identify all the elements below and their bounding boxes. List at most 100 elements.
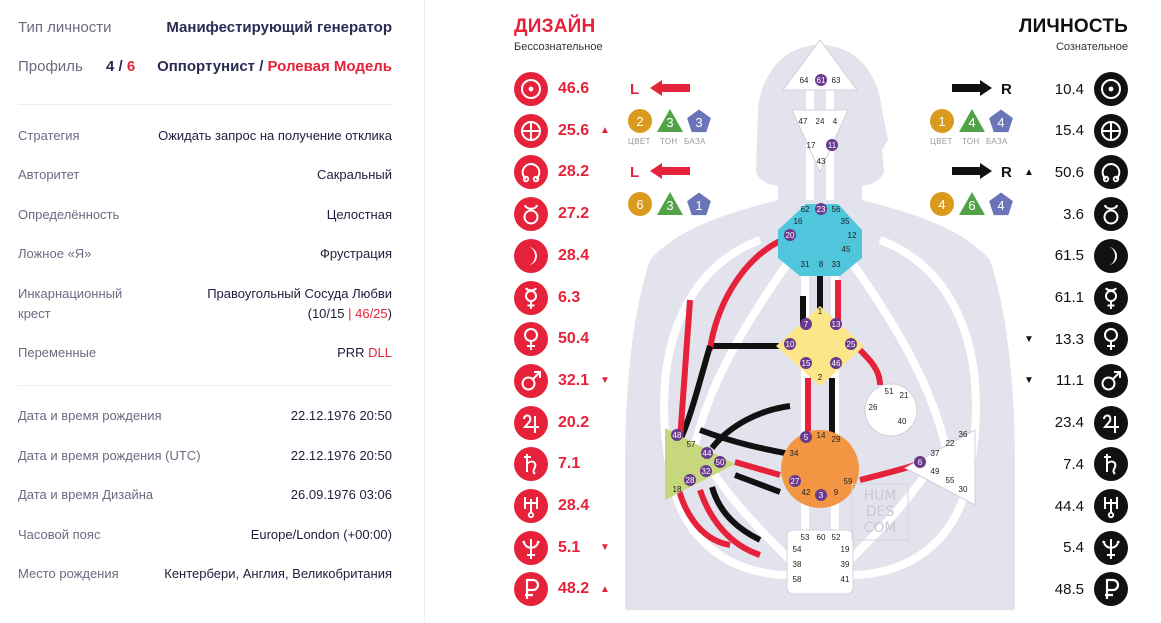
gate-number[interactable]: 62 — [801, 205, 810, 214]
gate-number[interactable]: 46 — [832, 359, 841, 368]
gate-number[interactable]: 21 — [900, 391, 909, 400]
gate-number[interactable]: 14 — [817, 431, 826, 440]
gate-number[interactable]: 58 — [793, 575, 802, 584]
north-node-icon[interactable] — [514, 155, 548, 190]
gate-number[interactable]: 45 — [842, 245, 851, 254]
mercury-icon[interactable] — [514, 280, 548, 315]
gate-number[interactable]: 6 — [918, 458, 923, 467]
gate-number[interactable]: 24 — [816, 117, 825, 126]
gate-number[interactable]: 2 — [818, 373, 823, 382]
gate-number[interactable]: 55 — [946, 476, 955, 485]
personality-bottom-arrow-label: R — [1001, 164, 1012, 181]
jupiter-icon[interactable] — [1094, 405, 1128, 440]
gate-number[interactable]: 13 — [832, 320, 841, 329]
jupiter-icon[interactable] — [514, 405, 548, 440]
gate-number[interactable]: 29 — [832, 435, 841, 444]
north-node-icon[interactable] — [1094, 155, 1128, 190]
gate-number[interactable]: 57 — [687, 440, 696, 449]
gate-number[interactable]: 4 — [833, 117, 838, 126]
gate-number[interactable]: 61 — [817, 76, 826, 85]
gate-number[interactable]: 27 — [791, 477, 800, 486]
gate-number[interactable]: 39 — [841, 560, 850, 569]
gate-number[interactable]: 43 — [817, 157, 826, 166]
gate-number[interactable]: 59 — [844, 477, 853, 486]
gate-number[interactable]: 26 — [869, 403, 878, 412]
gate-number[interactable]: 31 — [801, 260, 810, 269]
gate-number[interactable]: 10 — [786, 340, 795, 349]
gate-number[interactable]: 56 — [832, 205, 841, 214]
gate-number[interactable]: 28 — [686, 476, 695, 485]
gate-number[interactable]: 36 — [959, 430, 968, 439]
gate-number[interactable]: 50 — [716, 458, 725, 467]
neptune-icon[interactable] — [1094, 530, 1128, 565]
gate-number[interactable]: 60 — [817, 533, 826, 542]
gate-number[interactable]: 25 — [847, 340, 856, 349]
gate-number[interactable]: 5 — [804, 433, 809, 442]
personality-gate-value: 61.5 — [1054, 247, 1084, 265]
sun-icon[interactable] — [514, 72, 548, 106]
neptune-icon[interactable] — [514, 530, 548, 565]
south-node-icon[interactable] — [514, 197, 548, 232]
design-gate-value: 28.4 — [558, 246, 590, 264]
gate-number[interactable]: 47 — [799, 117, 808, 126]
uranus-icon[interactable] — [1094, 489, 1128, 523]
gate-number[interactable]: 32 — [702, 467, 711, 476]
uranus-icon[interactable] — [514, 489, 548, 523]
gate-number[interactable]: 44 — [703, 449, 712, 458]
gate-number[interactable]: 18 — [673, 485, 682, 494]
definition-label: Определённость — [18, 207, 120, 222]
gate-number[interactable]: 16 — [794, 217, 803, 226]
venus-icon[interactable] — [1094, 322, 1128, 357]
gate-number[interactable]: 3 — [819, 491, 824, 500]
gate-number[interactable]: 48 — [673, 431, 682, 440]
gate-number[interactable]: 1 — [818, 307, 823, 316]
gate-number[interactable]: 7 — [804, 320, 809, 329]
earth-icon[interactable] — [514, 113, 548, 148]
mars-icon[interactable] — [514, 363, 548, 398]
gate-number[interactable]: 20 — [786, 231, 795, 240]
active-gate-marker — [914, 456, 926, 468]
gate-number[interactable]: 51 — [885, 387, 894, 396]
venus-icon[interactable] — [514, 322, 548, 357]
active-gate-marker — [815, 489, 827, 501]
mars-icon[interactable] — [1094, 363, 1128, 398]
south-node-icon[interactable] — [1094, 197, 1128, 232]
gate-number[interactable]: 42 — [802, 488, 811, 497]
gate-number[interactable]: 41 — [841, 575, 850, 584]
pluto-icon[interactable] — [514, 572, 548, 607]
base-label: БАЗА — [684, 137, 706, 146]
saturn-icon[interactable] — [1094, 447, 1128, 482]
mercury-icon[interactable] — [1094, 280, 1128, 315]
earth-icon[interactable] — [1094, 113, 1128, 148]
sun-icon[interactable] — [1094, 72, 1128, 106]
gate-number[interactable]: 63 — [832, 76, 841, 85]
saturn-icon[interactable] — [514, 447, 548, 482]
gate-number[interactable]: 35 — [841, 217, 850, 226]
gate-number[interactable]: 8 — [819, 260, 824, 269]
gate-number[interactable]: 11 — [828, 141, 837, 150]
gate-number[interactable]: 30 — [959, 485, 968, 494]
gate-number[interactable]: 22 — [946, 439, 955, 448]
gate-number[interactable]: 38 — [793, 560, 802, 569]
gate-number[interactable]: 37 — [931, 449, 940, 458]
moon-icon[interactable] — [1094, 238, 1128, 273]
gate-number[interactable]: 15 — [802, 359, 811, 368]
gate-number[interactable]: 17 — [807, 141, 816, 150]
gate-number[interactable]: 49 — [931, 467, 940, 476]
personality-arrow: ▲ — [1024, 166, 1034, 178]
gate-number[interactable]: 52 — [832, 533, 841, 542]
gate-number[interactable]: 34 — [790, 449, 799, 458]
watermark-line3: COM — [864, 520, 897, 536]
gate-number[interactable]: 23 — [817, 205, 826, 214]
pluto-icon[interactable] — [1094, 572, 1128, 607]
gate-number[interactable]: 54 — [793, 545, 802, 554]
gate-number[interactable]: 33 — [832, 260, 841, 269]
gate-number[interactable]: 9 — [834, 488, 839, 497]
moon-icon[interactable] — [514, 238, 548, 273]
gate-number[interactable]: 19 — [841, 545, 850, 554]
gate-number[interactable]: 12 — [848, 231, 857, 240]
personality-variables: R R — [952, 80, 1012, 181]
gate-number[interactable]: 53 — [801, 533, 810, 542]
gate-number[interactable]: 40 — [898, 417, 907, 426]
gate-number[interactable]: 64 — [800, 76, 809, 85]
